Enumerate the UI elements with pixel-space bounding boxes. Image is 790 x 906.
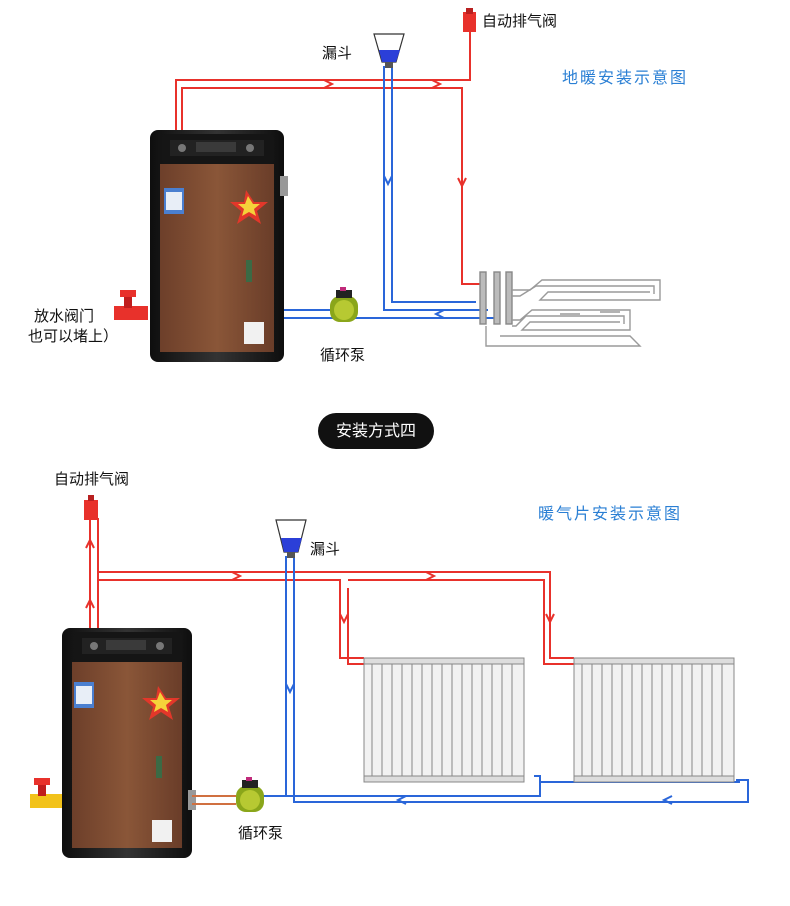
drain-valve-bottom-icon xyxy=(30,778,62,808)
floor-heating-coil xyxy=(479,271,661,347)
funnel-label: 漏斗 xyxy=(322,44,353,62)
circulation-pump-bottom-icon xyxy=(236,777,264,812)
section-badge: 安装方式四 xyxy=(318,413,434,449)
funnel-bottom-icon xyxy=(275,519,307,558)
hot-supply-pipe xyxy=(175,10,486,285)
radiator-diagram xyxy=(30,495,749,858)
drain-valve-label-line1: 放水阀门 xyxy=(34,307,95,325)
air-valve-label: 自动排气阀 xyxy=(482,12,558,30)
floor-heating-title: 地暖安装示意图 xyxy=(562,68,689,87)
radiator-right xyxy=(573,657,735,783)
air-valve-bottom-label: 自动排气阀 xyxy=(54,470,130,488)
hot-supply-pipe-bottom xyxy=(89,518,574,665)
drain-valve-label-line2: 也可以堵上） xyxy=(28,327,119,345)
floor-heating-diagram xyxy=(114,8,661,362)
funnel-bottom-label: 漏斗 xyxy=(310,540,341,558)
radiator-left xyxy=(363,657,525,783)
circulation-pump-icon xyxy=(330,287,358,322)
cold-return-pipe xyxy=(284,66,496,319)
radiator-title: 暖气片安装示意图 xyxy=(538,504,683,523)
air-valve-bottom-icon xyxy=(84,500,98,520)
boiler-unit-bottom xyxy=(62,628,196,858)
funnel-icon xyxy=(373,33,405,68)
drain-valve-label: 放水阀门 也可以堵上） xyxy=(28,306,118,346)
pump-label: 循环泵 xyxy=(320,346,366,364)
pump-bottom-label: 循环泵 xyxy=(238,824,284,842)
air-valve-icon xyxy=(463,12,476,32)
boiler-unit xyxy=(150,130,288,362)
drain-valve-icon xyxy=(114,290,148,320)
